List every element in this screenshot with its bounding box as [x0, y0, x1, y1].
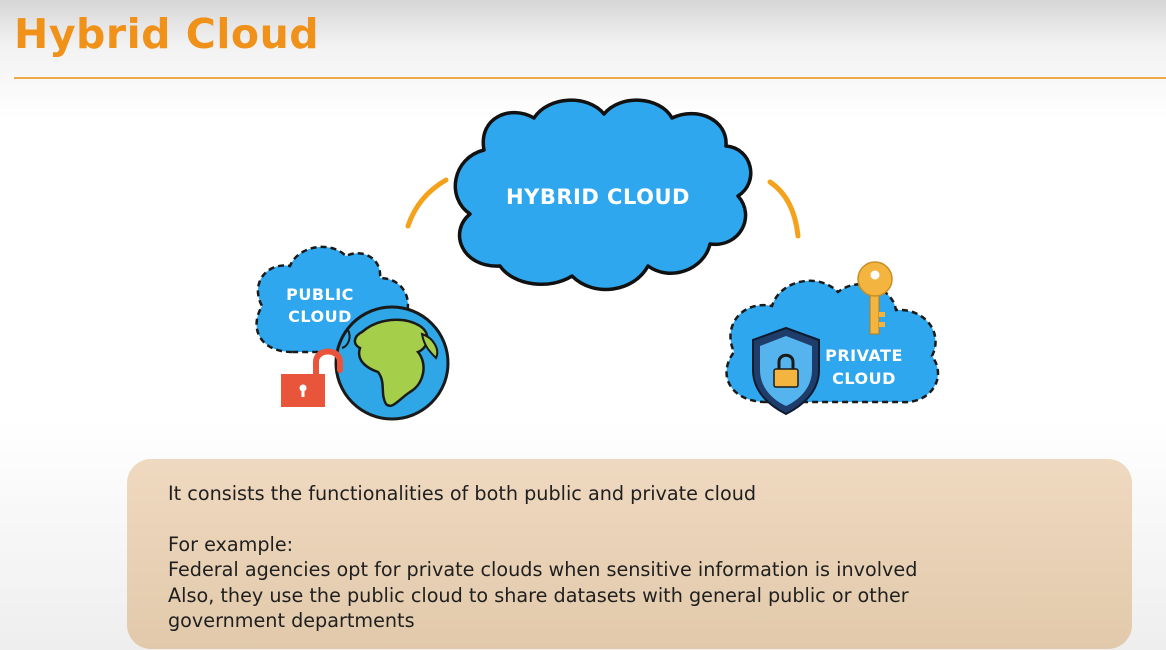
open-padlock-icon	[281, 348, 343, 407]
right-connector-arc	[767, 179, 801, 239]
key-icon	[857, 261, 893, 335]
example-line-1: Federal agencies opt for private clouds …	[168, 558, 918, 581]
title-divider	[14, 77, 1166, 79]
shield-lock-icon	[752, 326, 820, 416]
private-cloud-label-line1: PRIVATE	[825, 346, 903, 365]
info-box: It consists the functionalities of both …	[127, 459, 1132, 649]
hybrid-cloud-diagram: HYBRID CLOUD PUBLIC CLOUD PRIVATE CLOUD	[255, 98, 940, 421]
example-line-2: Also, they use the public cloud to share…	[168, 583, 909, 607]
hybrid-cloud-label: HYBRID CLOUD	[506, 185, 690, 209]
description-line: It consists the functionalities of both …	[168, 482, 757, 505]
public-cloud-label-line1: PUBLIC	[286, 285, 354, 304]
globe-icon	[334, 305, 450, 421]
example-line-3: government departments	[168, 609, 415, 632]
private-cloud-label-line2: CLOUD	[832, 369, 896, 388]
page-title: Hybrid Cloud	[14, 10, 320, 58]
left-connector-arc	[405, 177, 449, 229]
spacer	[168, 507, 1092, 532]
example-heading: For example:	[168, 532, 294, 556]
hybrid-cloud-icon: HYBRID CLOUD	[453, 98, 753, 292]
public-cloud-label-line2: CLOUD	[288, 307, 352, 326]
